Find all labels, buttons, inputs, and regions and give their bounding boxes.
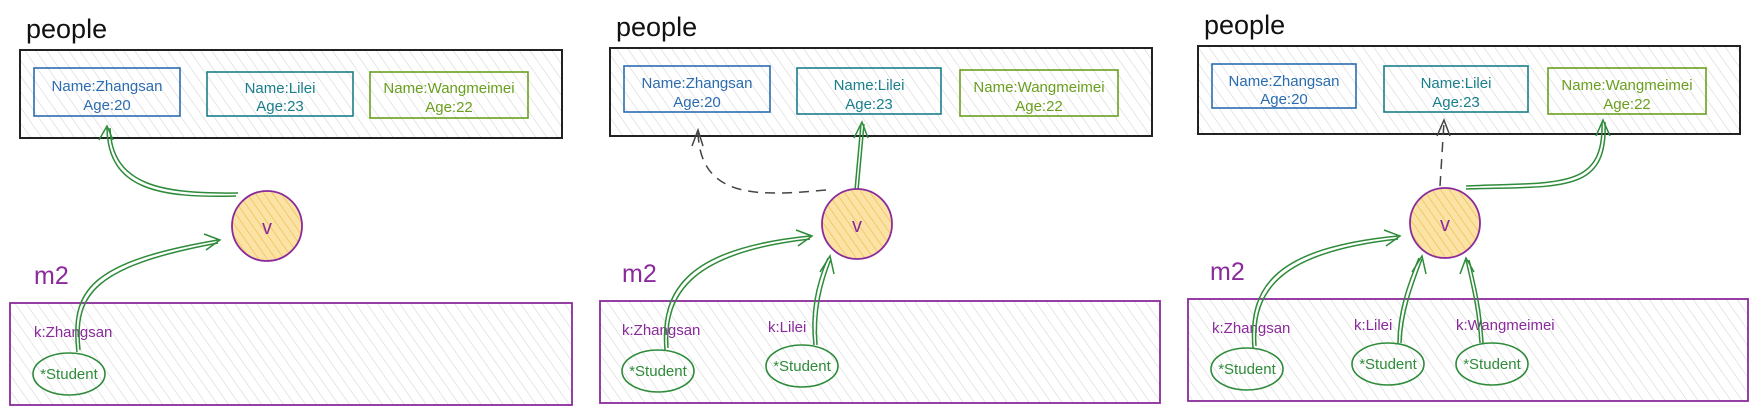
card-age: Age:23 (845, 96, 893, 113)
arrow-pointer-to-v (1251, 229, 1402, 349)
v-label: v (1440, 214, 1450, 236)
card-name: Name:Lilei (1421, 75, 1492, 92)
card-age: Age:23 (256, 98, 304, 115)
card-name: Name:Zhangsan (52, 78, 163, 95)
person-card-lilei: Name:Lilei Age:23 (796, 67, 942, 115)
person-card-wangmeimei: Name:Wangmeimei Age:22 (1547, 67, 1707, 115)
map-key: k:Wangmeimei (1456, 317, 1555, 334)
m2-container (9, 302, 573, 406)
card-name: Name:Wangmeimei (973, 79, 1104, 96)
v-label: v (262, 217, 272, 239)
card-name: Name:Wangmeimei (383, 80, 514, 97)
card-age: Age:20 (1260, 91, 1308, 108)
student-pointer: *Student (32, 352, 106, 396)
panel-1: people Name:Zhangsan Age:20 Name:Lilei A… (9, 14, 573, 406)
card-age: Age:22 (1603, 96, 1651, 113)
person-card-wangmeimei: Name:Wangmeimei Age:22 (959, 69, 1119, 117)
card-age: Age:23 (1432, 94, 1480, 111)
person-card-wangmeimei: Name:Wangmeimei Age:22 (369, 71, 529, 119)
panel-3: people Name:Zhangsan Age:20 Name:Lilei A… (1187, 10, 1749, 402)
people-container (19, 49, 563, 139)
m2-container (599, 300, 1161, 404)
card-name: Name:Wangmeimei (1561, 77, 1692, 94)
map-key: k:Lilei (1354, 317, 1392, 334)
map-key: k:Zhangsan (34, 324, 112, 341)
arrow-pointer-to-v (663, 229, 814, 351)
person-card-lilei: Name:Lilei Age:23 (1383, 65, 1529, 113)
person-card-lilei: Name:Lilei Age:23 (206, 71, 354, 117)
arrow-v-to-lilei (853, 120, 869, 191)
person-card-zhangsan: Name:Zhangsan Age:20 (623, 65, 771, 113)
v-variable-circle: v (821, 188, 893, 260)
m2-label: m2 (622, 260, 657, 288)
student-pointer: *Student (1455, 342, 1529, 386)
arrow-pointer-to-v-2 (1397, 254, 1427, 344)
card-age: Age:20 (83, 97, 131, 114)
v-label: v (852, 215, 862, 237)
card-name: Name:Zhangsan (1229, 73, 1340, 90)
card-age: Age:22 (425, 99, 473, 116)
people-container (1197, 45, 1741, 135)
pointer-label: *Student (773, 358, 831, 375)
v-variable-circle: v (231, 190, 303, 262)
v-variable-circle: v (1409, 187, 1481, 259)
people-label: people (26, 14, 107, 44)
person-card-zhangsan: Name:Zhangsan Age:20 (1211, 63, 1357, 109)
card-name: Name:Lilei (834, 77, 905, 94)
m2-label: m2 (34, 262, 69, 290)
pointer-label: *Student (1463, 356, 1521, 373)
arrow-v-to-wangmeimei (1465, 118, 1611, 190)
student-pointer: *Student (621, 349, 695, 393)
dashed-arrow-v-to-zhangsan (691, 127, 827, 194)
dashed-arrow-v-to-lilei (1436, 118, 1451, 187)
arrow-pointer-to-v-3 (1459, 256, 1484, 344)
student-pointer: *Student (1351, 342, 1425, 386)
m2-container (1187, 298, 1749, 402)
card-age: Age:22 (1015, 98, 1063, 115)
pointer-label: *Student (629, 363, 687, 380)
map-key: k:Zhangsan (1212, 320, 1290, 337)
arrow-pointer-to-v (75, 233, 222, 353)
student-pointer: *Student (765, 344, 839, 388)
arrow-v-to-zhangsan (98, 124, 239, 198)
m2-label: m2 (1210, 258, 1245, 286)
student-pointer: *Student (1210, 347, 1284, 391)
map-key: k:Zhangsan (622, 322, 700, 339)
person-card-zhangsan: Name:Zhangsan Age:20 (33, 67, 181, 117)
people-container (609, 47, 1153, 137)
card-name: Name:Zhangsan (642, 75, 753, 92)
pointer-label: *Student (1359, 356, 1417, 373)
people-label: people (616, 12, 697, 42)
pointer-label: *Student (1218, 361, 1276, 378)
map-key: k:Lilei (768, 319, 806, 336)
arrow-pointer-to-v-2 (812, 254, 835, 346)
people-label: people (1204, 10, 1285, 40)
card-age: Age:20 (673, 94, 721, 111)
panel-2: people Name:Zhangsan Age:20 Name:Lilei A… (599, 12, 1161, 404)
pointer-label: *Student (40, 366, 98, 383)
card-name: Name:Lilei (245, 80, 316, 97)
